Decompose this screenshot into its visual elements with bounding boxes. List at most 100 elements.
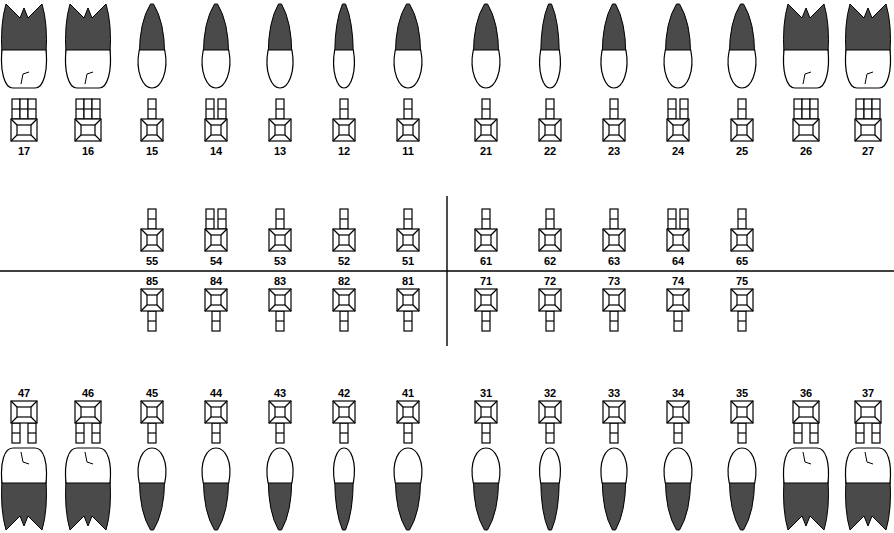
tooth-drawing [540,4,561,88]
tooth-number: 36 [786,387,826,399]
tooth-number: 61 [466,255,506,267]
tooth-number: 62 [530,255,570,267]
tooth-drawing [267,448,293,530]
tooth-drawing [664,448,692,530]
surface-chart-symbol [11,401,37,443]
surface-chart-symbol [667,99,689,141]
surface-chart-symbol [205,401,227,443]
tooth-number: 82 [324,275,364,287]
surface-chart-symbol [269,289,291,331]
surface-chart-symbol [205,209,227,251]
tooth-number: 15 [132,145,172,157]
tooth-drawing [334,448,355,530]
tooth-drawing [783,4,828,88]
tooth-number: 26 [786,145,826,157]
tooth-number: 64 [658,255,698,267]
tooth-drawing [601,4,627,88]
tooth-number: 47 [4,387,44,399]
tooth-number: 34 [658,387,698,399]
tooth-number: 24 [658,145,698,157]
surface-chart-symbol [539,401,561,443]
tooth-number: 37 [848,387,888,399]
surface-chart-symbol [141,289,163,331]
tooth-drawing [728,448,756,530]
surface-chart-symbol [603,99,625,141]
tooth-drawing [728,4,756,88]
tooth-number: 52 [324,255,364,267]
tooth-number: 23 [594,145,634,157]
surface-chart-symbol [731,401,753,443]
tooth-number: 74 [658,275,698,287]
surface-chart-symbol [269,99,291,141]
tooth-number: 63 [594,255,634,267]
tooth-number: 17 [4,145,44,157]
tooth-drawing [845,448,890,530]
tooth-number: 12 [324,145,364,157]
surface-chart-symbol [603,401,625,443]
surface-chart-symbol [269,401,291,443]
tooth-number: 35 [722,387,762,399]
surface-chart-symbol [539,209,561,251]
tooth-drawing [65,448,110,530]
tooth-number: 54 [196,255,236,267]
surface-chart-symbol [205,99,227,141]
tooth-number: 32 [530,387,570,399]
surface-chart-symbol [141,401,163,443]
tooth-number: 33 [594,387,634,399]
surface-chart-symbol [667,289,689,331]
tooth-drawing [65,4,110,88]
tooth-drawing [394,448,422,530]
tooth-number: 13 [260,145,300,157]
tooth-number: 75 [722,275,762,287]
quadrant-line [446,196,447,346]
surface-chart-symbol [475,289,497,331]
tooth-drawing [334,4,355,88]
surface-chart-symbol [603,289,625,331]
tooth-number: 25 [722,145,762,157]
tooth-number: 44 [196,387,236,399]
surface-chart-symbol [603,209,625,251]
surface-chart-symbol [855,401,881,443]
surface-chart-symbol [11,99,37,141]
tooth-drawing [1,448,46,530]
surface-chart-symbol [333,401,355,443]
tooth-number: 84 [196,275,236,287]
tooth-number: 51 [388,255,428,267]
tooth-number: 21 [466,145,506,157]
tooth-number: 65 [722,255,762,267]
tooth-drawing [394,4,422,88]
tooth-number: 31 [466,387,506,399]
tooth-number: 72 [530,275,570,287]
surface-chart-symbol [397,209,419,251]
tooth-number: 55 [132,255,172,267]
surface-chart-symbol [141,99,163,141]
tooth-number: 42 [324,387,364,399]
tooth-drawing [783,448,828,530]
tooth-drawing [845,4,890,88]
tooth-number: 43 [260,387,300,399]
surface-chart-symbol [475,209,497,251]
tooth-number: 41 [388,387,428,399]
surface-chart-symbol [205,289,227,331]
surface-chart-symbol [269,209,291,251]
tooth-number: 53 [260,255,300,267]
tooth-number: 16 [68,145,108,157]
surface-chart-symbol [397,401,419,443]
surface-chart-symbol [333,99,355,141]
tooth-number: 71 [466,275,506,287]
tooth-drawing [1,4,46,88]
tooth-number: 45 [132,387,172,399]
tooth-number: 14 [196,145,236,157]
surface-chart-symbol [667,209,689,251]
surface-chart-symbol [397,99,419,141]
tooth-drawing [138,448,166,530]
tooth-drawing [472,448,500,530]
surface-chart-symbol [731,99,753,141]
tooth-number: 85 [132,275,172,287]
tooth-drawing [540,448,561,530]
tooth-number: 27 [848,145,888,157]
surface-chart-symbol [855,99,881,141]
surface-chart-symbol [731,209,753,251]
surface-chart-symbol [397,289,419,331]
